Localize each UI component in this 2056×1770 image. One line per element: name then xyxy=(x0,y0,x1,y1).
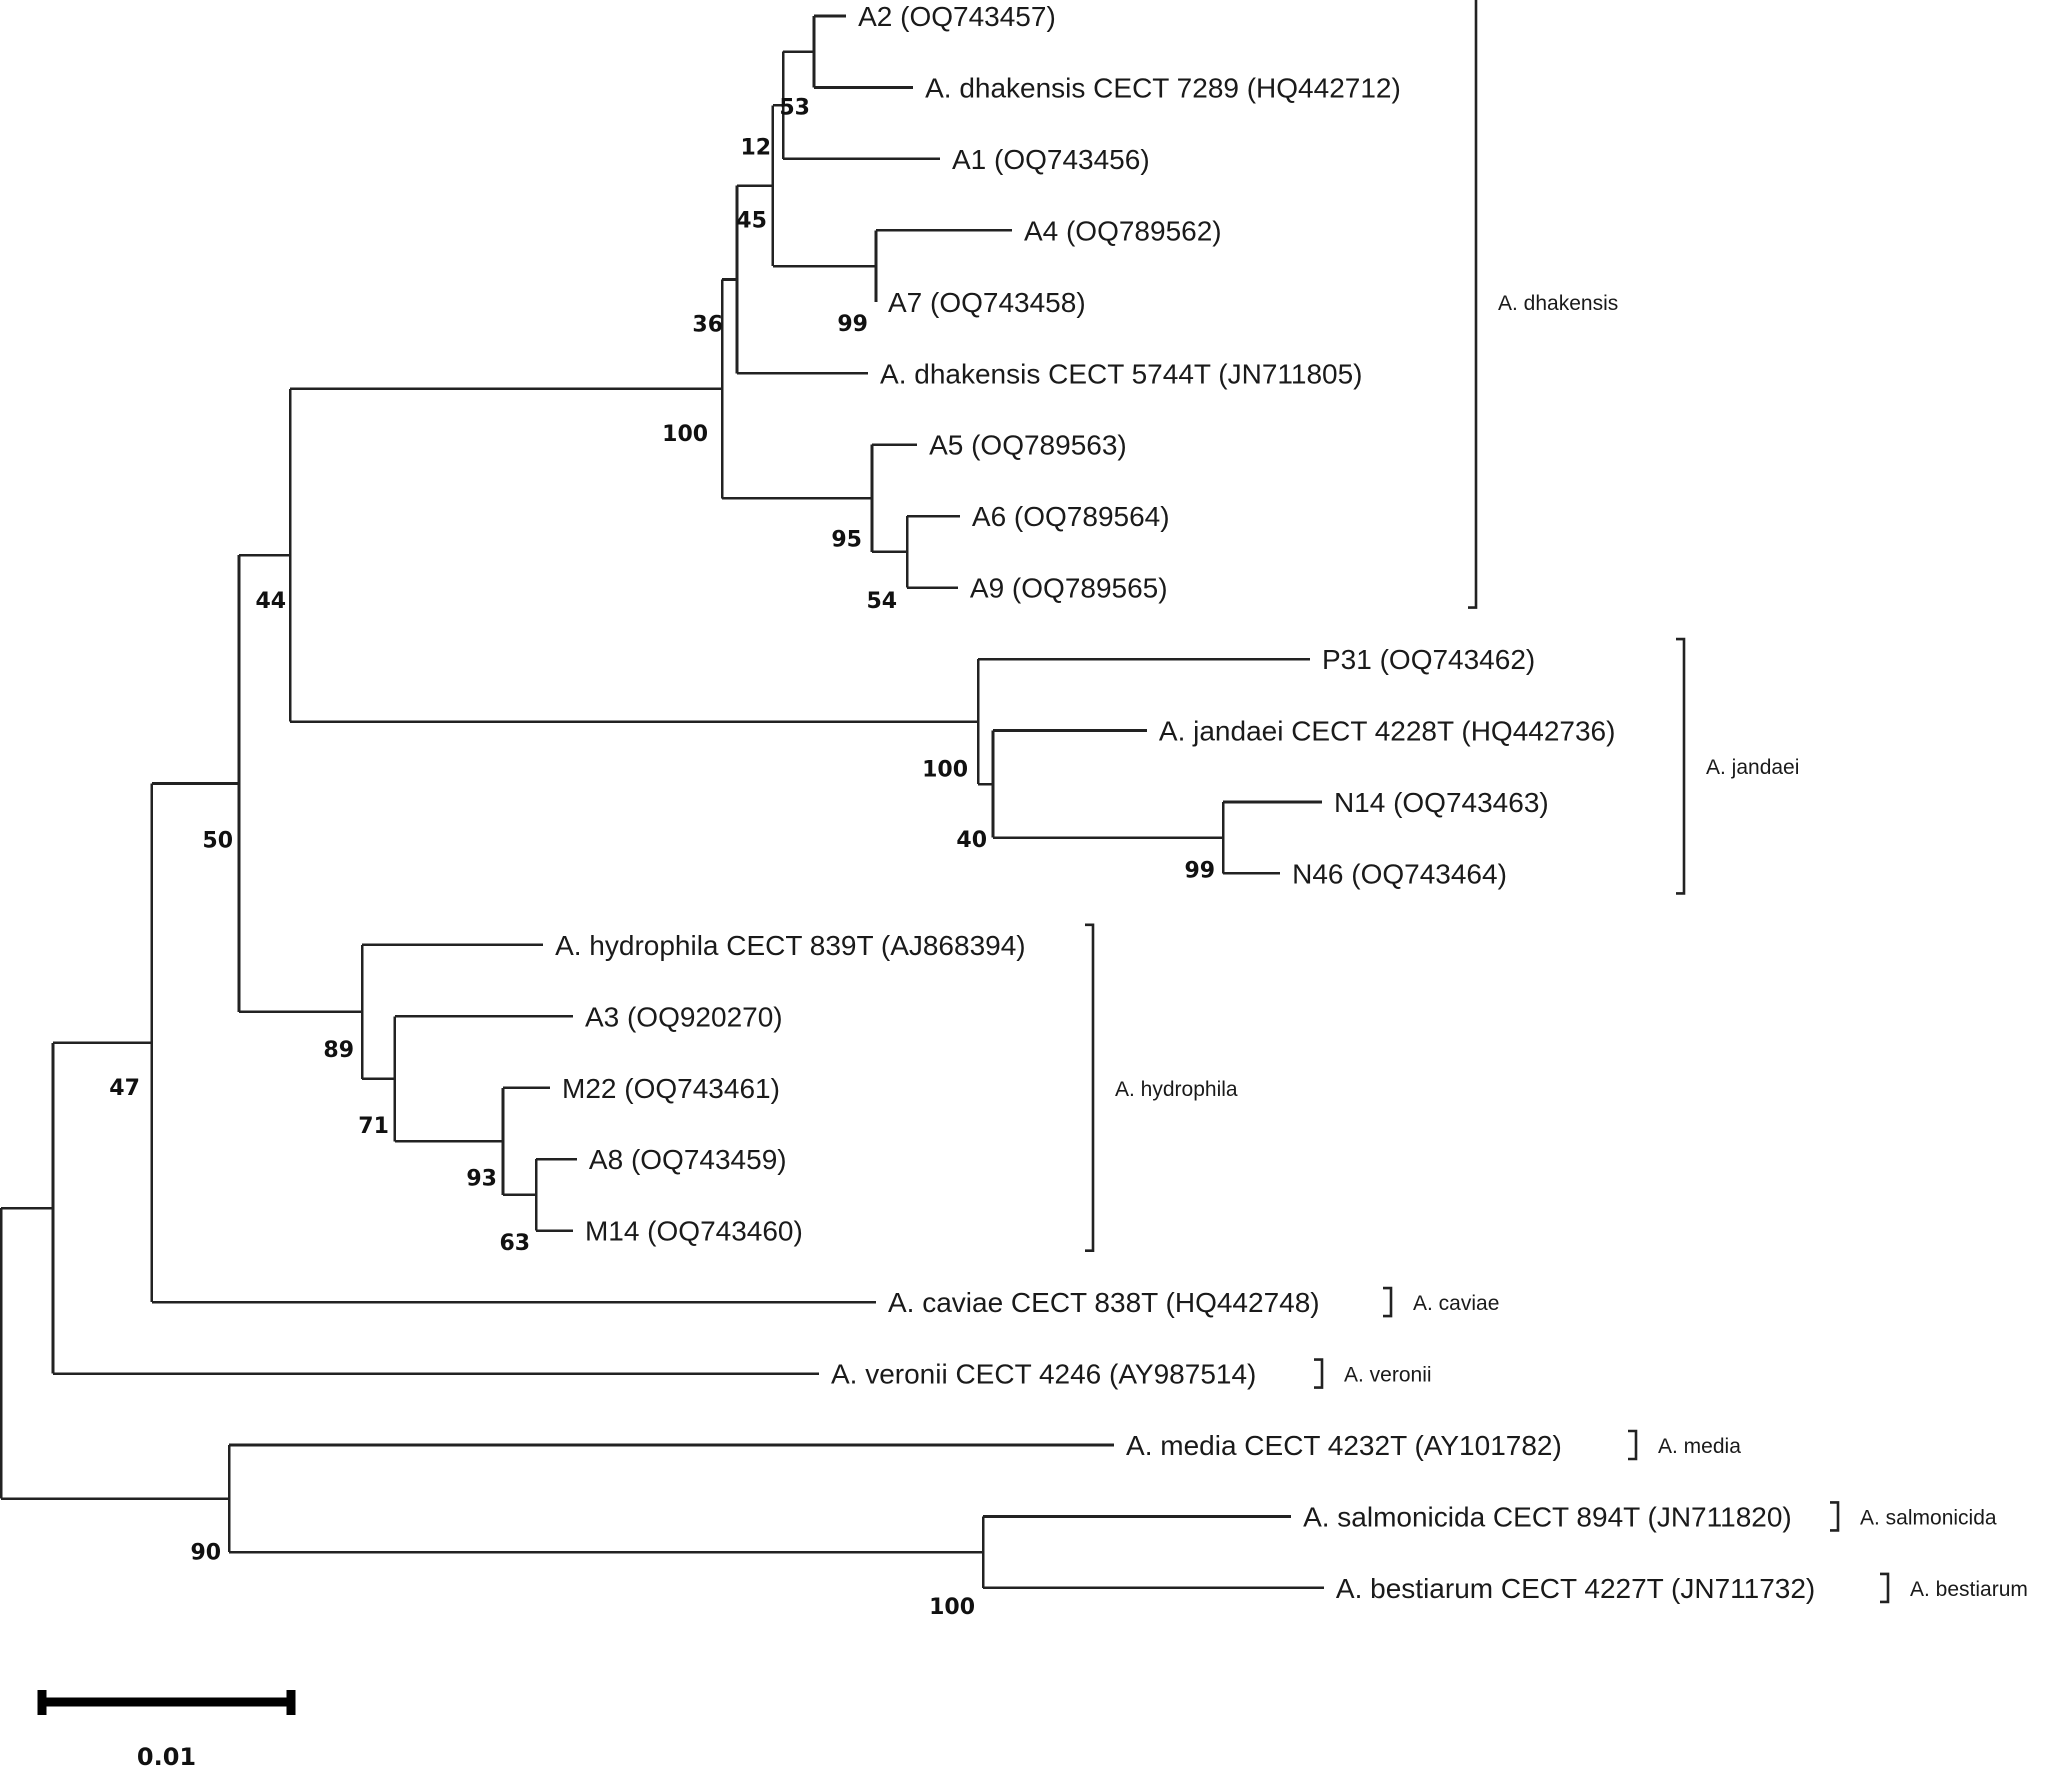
clade-brackets-layer: A. dhakensis A. jandaei A. hydrophila A. ca… xyxy=(1085,0,2028,1604)
taxon-label: M22 (OQ743461) xyxy=(562,1073,780,1104)
taxon-label: A6 (OQ789564) xyxy=(972,501,1170,532)
taxon-label: A. bestiarum CECT 4227T (JN711732) xyxy=(1336,1573,1815,1604)
clade-bracket xyxy=(1383,1286,1393,1318)
taxon-label: A5 (OQ789563) xyxy=(929,430,1127,461)
clade-bracket xyxy=(1314,1358,1324,1389)
scale-bar: 0.01 xyxy=(37,1690,296,1770)
clade-bracket xyxy=(1628,1429,1638,1461)
clade-bracket xyxy=(1676,637,1686,895)
taxon-label: A3 (OQ920270) xyxy=(585,1001,783,1032)
bootstrap-value: 100 xyxy=(929,1595,975,1620)
bootstrap-value: 50 xyxy=(202,829,233,854)
bootstrap-value: 89 xyxy=(323,1038,354,1063)
taxon-label: N14 (OQ743463) xyxy=(1334,787,1549,818)
taxon-label: A4 (OQ789562) xyxy=(1024,215,1222,246)
bootstrap-labels-layer: 53 12 99 45 36 54 95 100 99 40 100 44 63 93 71 89 50 47 10… xyxy=(109,96,1215,1620)
taxon-label: A. hydrophila CECT 839T (AJ868394) xyxy=(555,930,1026,961)
taxon-labels-layer: A2 (OQ743457) A. dhakensis CECT 7289 (HQ4… xyxy=(555,1,1815,1604)
bootstrap-value: 47 xyxy=(109,1076,140,1101)
taxon-label: A. dhakensis CECT 7289 (HQ442712) xyxy=(925,72,1401,103)
taxon-label: A2 (OQ743457) xyxy=(858,1,1056,32)
scale-bar-label: 0.01 xyxy=(137,1743,196,1770)
clade-label: A. bestiarum xyxy=(1910,1578,2028,1601)
clade-bracket xyxy=(1830,1501,1840,1532)
clade-bracket xyxy=(1468,0,1478,609)
clade-label: A. jandaei xyxy=(1706,756,1799,779)
bootstrap-value: 12 xyxy=(740,135,771,160)
taxon-label: A. veronii CECT 4246 (AY987514) xyxy=(831,1359,1256,1390)
bootstrap-value: 71 xyxy=(358,1114,389,1139)
clade-label: A. hydrophila xyxy=(1115,1078,1238,1101)
taxon-label: A. caviae CECT 838T (HQ442748) xyxy=(888,1287,1320,1318)
taxon-label: A7 (OQ743458) xyxy=(888,287,1086,318)
clade-label: A. dhakensis xyxy=(1498,292,1618,315)
clade-bracket xyxy=(1880,1572,1890,1604)
bootstrap-value: 36 xyxy=(692,312,723,337)
taxon-label: A. salmonicida CECT 894T (JN711820) xyxy=(1303,1501,1792,1532)
clade-label: A. media xyxy=(1658,1435,1741,1458)
taxon-label: N46 (OQ743464) xyxy=(1292,858,1507,889)
branches-layer xyxy=(0,14,1324,1590)
bootstrap-value: 100 xyxy=(662,422,708,447)
taxon-label: M14 (OQ743460) xyxy=(585,1216,803,1247)
bootstrap-value: 53 xyxy=(779,96,810,121)
taxon-label: A. media CECT 4232T (AY101782) xyxy=(1126,1430,1562,1461)
taxon-label: A9 (OQ789565) xyxy=(970,573,1168,604)
bootstrap-value: 63 xyxy=(499,1231,530,1256)
bootstrap-value: 100 xyxy=(922,758,968,783)
taxon-label: A. dhakensis CECT 5744T (JN711805) xyxy=(880,358,1362,389)
bootstrap-value: 45 xyxy=(736,209,767,234)
taxon-label: A1 (OQ743456) xyxy=(952,144,1150,175)
bootstrap-value: 99 xyxy=(837,312,868,337)
bootstrap-value: 44 xyxy=(255,589,286,614)
clade-label: A. veronii xyxy=(1344,1364,1432,1387)
clade-label: A. caviae xyxy=(1413,1292,1499,1315)
bootstrap-value: 54 xyxy=(866,589,897,614)
bootstrap-value: 40 xyxy=(956,828,987,853)
taxon-label: A8 (OQ743459) xyxy=(589,1144,787,1175)
clade-bracket xyxy=(1085,923,1095,1252)
clade-label: A. salmonicida xyxy=(1860,1506,1997,1529)
bootstrap-value: 93 xyxy=(466,1166,497,1191)
bootstrap-value: 99 xyxy=(1184,859,1215,884)
taxon-label: P31 (OQ743462) xyxy=(1322,644,1535,675)
bootstrap-value: 90 xyxy=(190,1541,221,1566)
taxon-label: A. jandaei CECT 4228T (HQ442736) xyxy=(1159,716,1616,747)
bootstrap-value: 95 xyxy=(831,527,862,552)
